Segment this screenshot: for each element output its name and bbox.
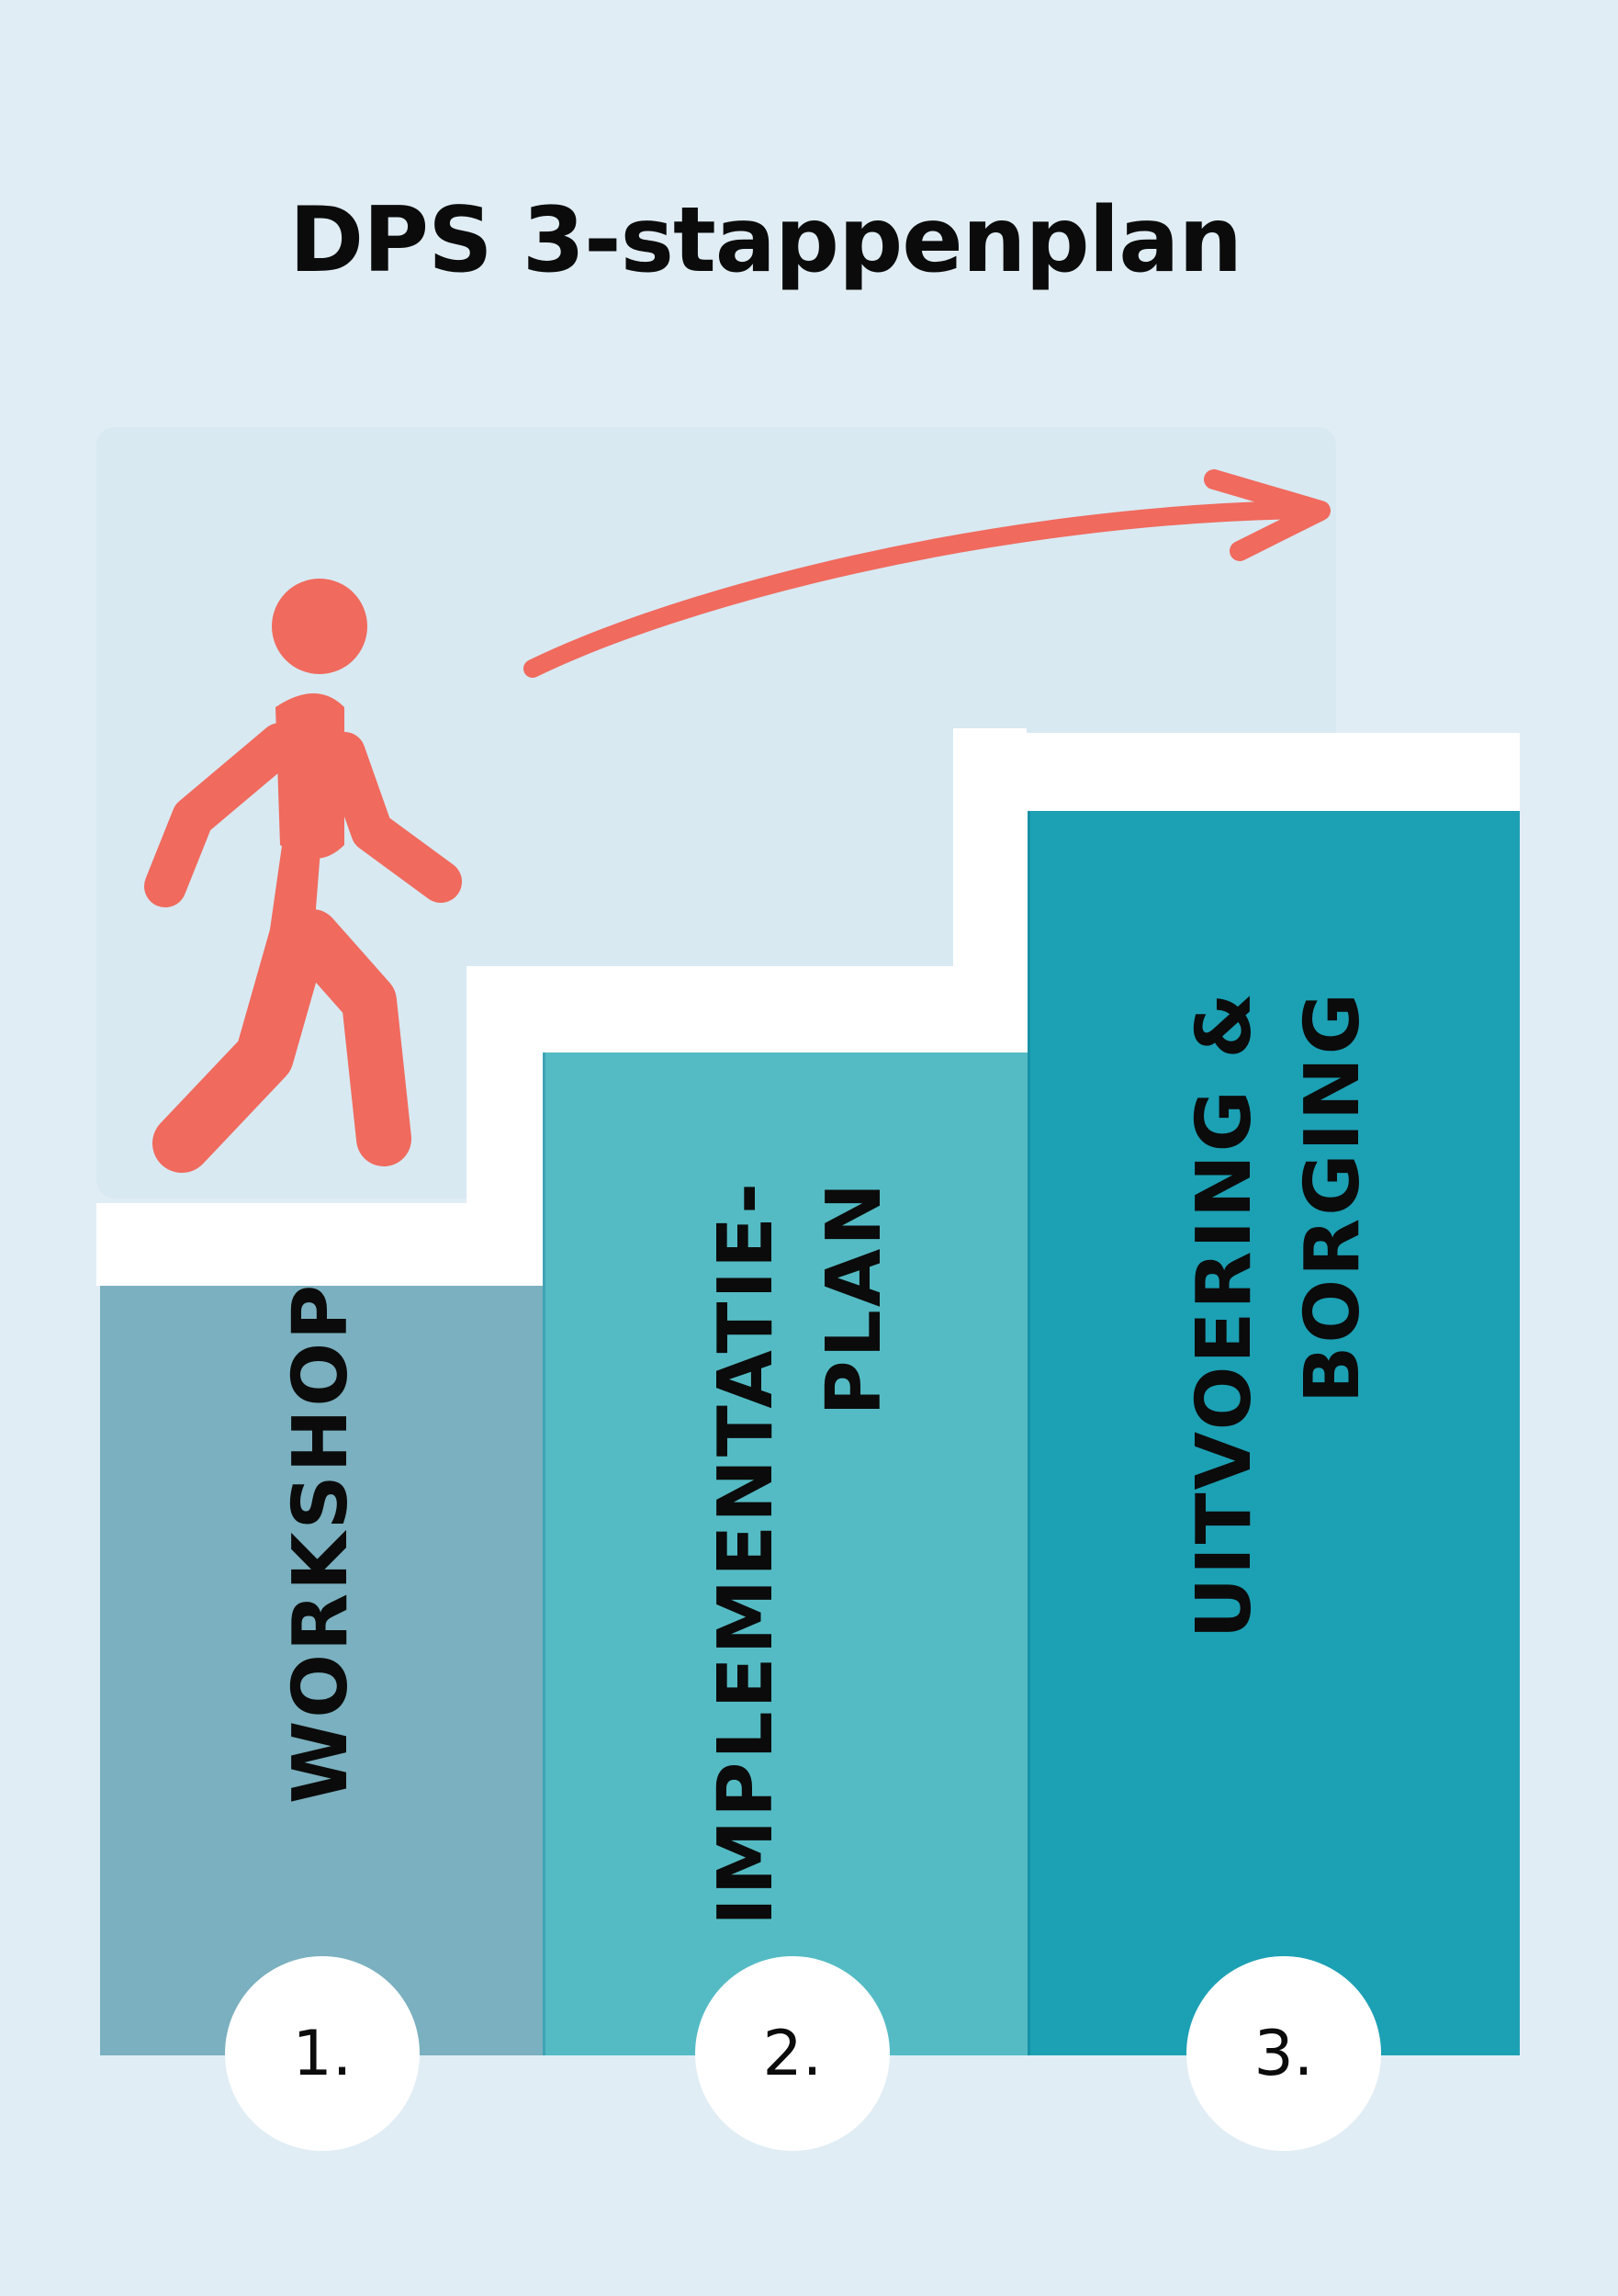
- step-label-3: UITVOERING & BORGING: [1171, 990, 1388, 1890]
- walking-person-icon: [144, 579, 462, 1173]
- step-number-1: 1.: [225, 1956, 420, 2151]
- step-label-1-line-1: WORKSHOP: [277, 1281, 365, 1805]
- step-label-2-line-2: PLAN: [811, 1180, 898, 1416]
- step-block-1: [100, 1286, 543, 2055]
- step-label-3-line-2: BORGING: [1289, 990, 1376, 1404]
- step-label-2: IMPLEMENTATIE- PLAN: [692, 1180, 909, 1933]
- step-block-2: [543, 1052, 1028, 2055]
- arrow-right-icon: [523, 469, 1331, 678]
- step-block-3: [1028, 811, 1520, 2055]
- step-label-3-line-1: UITVOERING &: [1181, 990, 1268, 1639]
- step-label-2-line-1: IMPLEMENTATIE-: [702, 1180, 790, 1926]
- step-number-2: 2.: [695, 1956, 890, 2151]
- step-number-3: 3.: [1186, 1956, 1381, 2151]
- page-title: DPS 3-stappenplan: [288, 188, 1242, 293]
- step-label-1: WORKSHOP: [267, 1267, 376, 1818]
- stair-top-outline: [96, 728, 1520, 1286]
